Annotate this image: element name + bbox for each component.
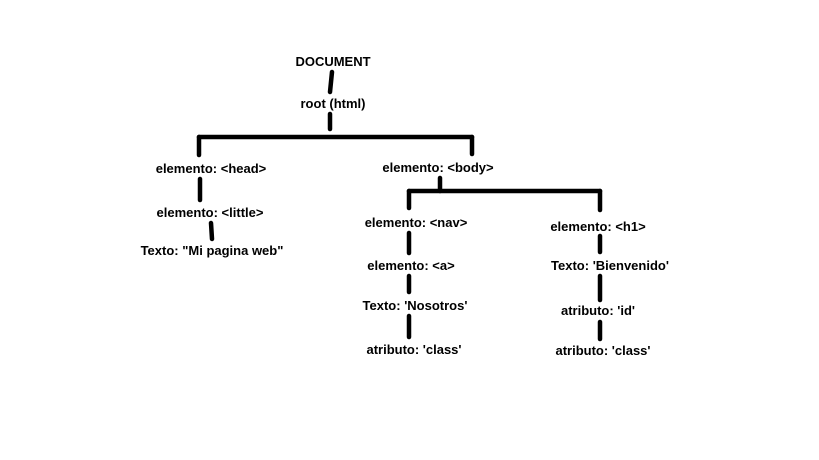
node-attribute-class-h1: atributo: 'class': [555, 343, 650, 358]
node-element-nav: elemento: <nav>: [365, 215, 468, 230]
node-text-nosotros: Texto: 'Nosotros': [363, 298, 468, 313]
node-text-bienvenido: Texto: 'Bienvenido': [551, 258, 669, 273]
node-element-body: elemento: <body>: [382, 160, 494, 175]
node-document: DOCUMENT: [295, 54, 370, 69]
node-root-html: root (html): [301, 96, 366, 111]
node-attribute-id: atributo: 'id': [561, 303, 635, 318]
node-element-h1: elemento: <h1>: [550, 219, 646, 234]
tree-nodes: DOCUMENT root (html) elemento: <head> el…: [141, 54, 669, 358]
node-text-title: Texto: "Mi pagina web": [141, 243, 284, 258]
node-element-head: elemento: <head>: [156, 161, 267, 176]
node-element-a: elemento: <a>: [367, 258, 455, 273]
edge-document-root: [327, 69, 335, 95]
tree-connectors: [196, 69, 603, 342]
edge-little-text: [208, 220, 215, 242]
node-element-little: elemento: <little>: [157, 205, 264, 220]
node-attribute-class-a: atributo: 'class': [366, 342, 461, 357]
